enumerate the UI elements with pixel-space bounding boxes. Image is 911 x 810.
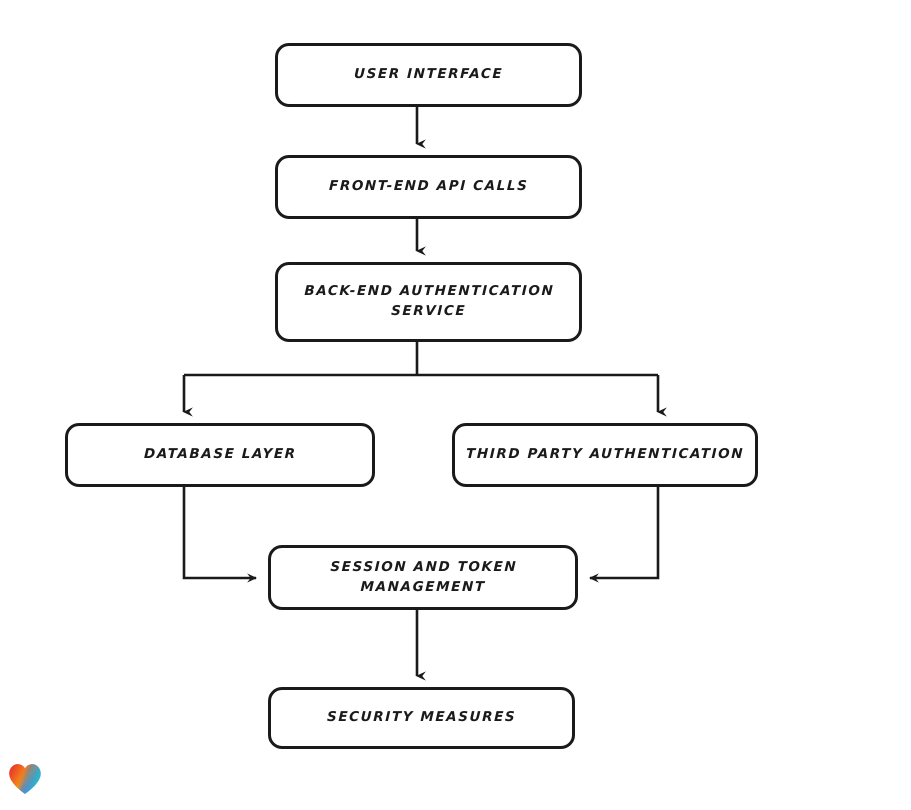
- edge-thirdparty-to-session: [589, 487, 660, 583]
- heart-icon: [9, 764, 41, 794]
- node-label: User Interface: [353, 66, 504, 83]
- edge-database-to-session: [182, 487, 257, 583]
- node-label: Third Party Authentication: [465, 446, 745, 463]
- node-label: Security Measures: [326, 709, 517, 726]
- node-database-layer[interactable]: Database Layer: [65, 423, 375, 487]
- node-label: Back-End Authentication Service: [303, 283, 555, 319]
- node-frontend-api-calls[interactable]: Front-End API Calls: [275, 155, 582, 219]
- node-label: Front-End API Calls: [328, 178, 529, 195]
- node-label: Database Layer: [143, 446, 297, 463]
- node-security-measures[interactable]: Security Measures: [268, 687, 575, 749]
- node-backend-authentication-service[interactable]: Back-End Authentication Service: [275, 262, 582, 342]
- node-label: Session and Token Management: [329, 558, 518, 595]
- node-user-interface[interactable]: User Interface: [275, 43, 582, 107]
- node-third-party-authentication[interactable]: Third Party Authentication: [452, 423, 758, 487]
- node-session-and-token-management[interactable]: Session and Token Management: [268, 545, 578, 610]
